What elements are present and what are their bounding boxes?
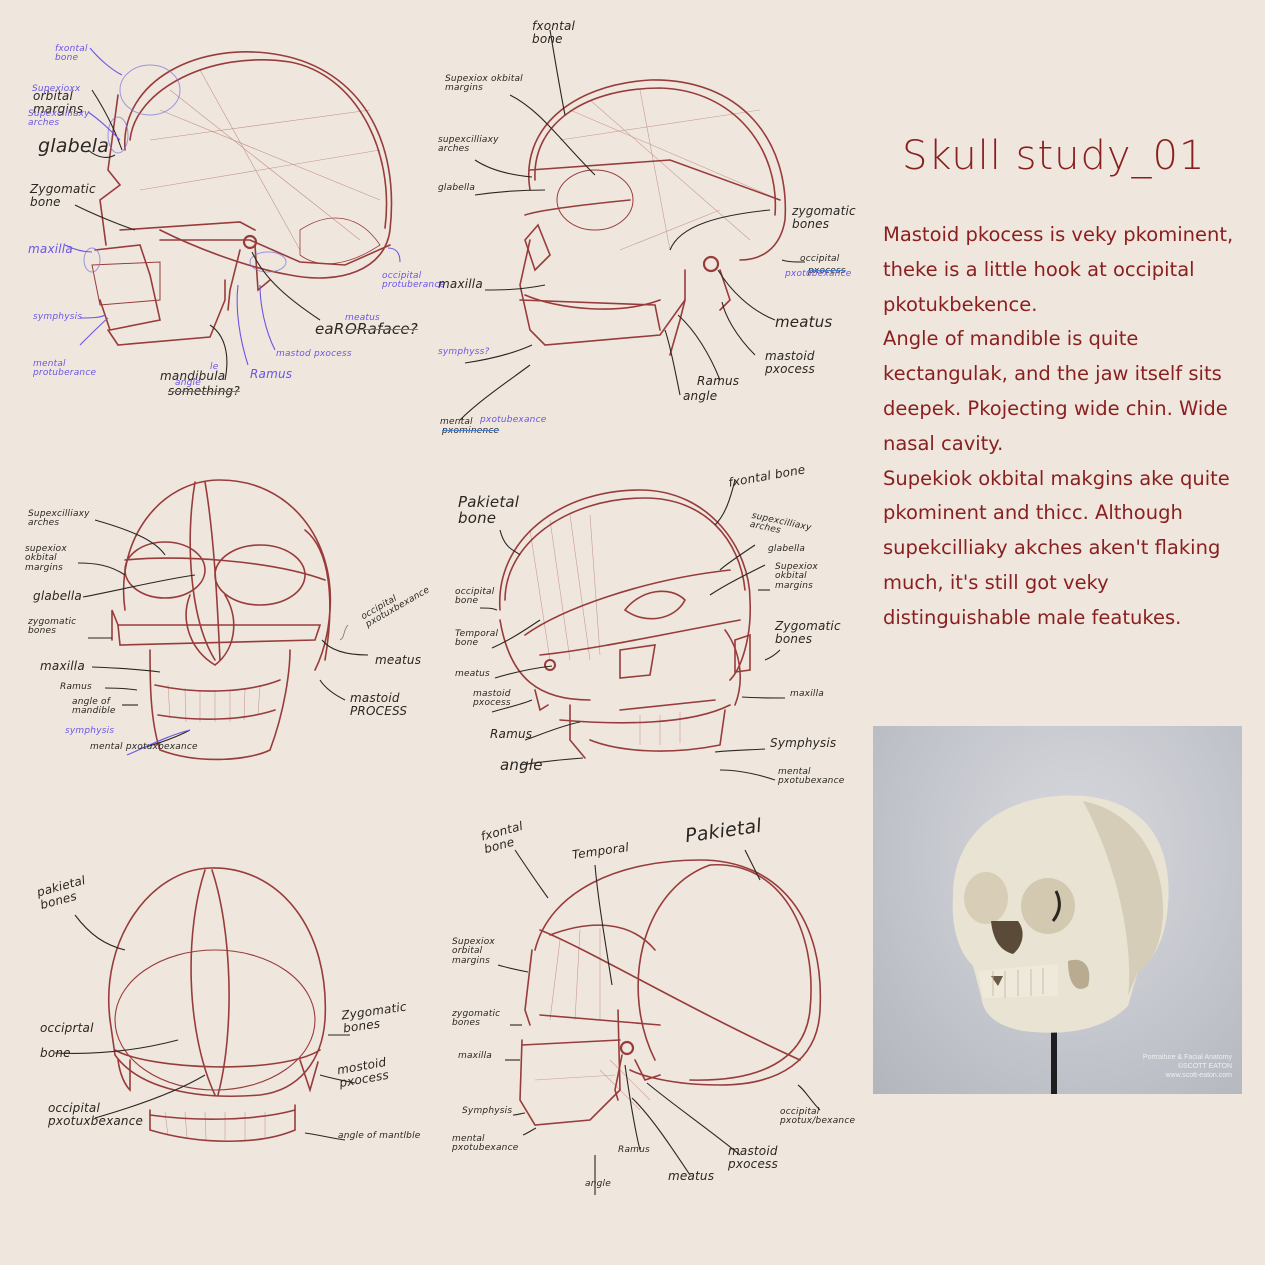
label-superciliary-arches: supexcilliaxy arches xyxy=(438,135,499,155)
credit-line-course: Portraiture & Facial Anatomy xyxy=(1142,1054,1232,1061)
label-ramus: Ramus xyxy=(490,727,533,741)
label-symphysis: Symphysis xyxy=(770,736,837,750)
label-ramus: Ramus xyxy=(60,682,92,692)
label-meatus-edit: meatus xyxy=(345,313,380,323)
label-angle: angle xyxy=(683,389,718,403)
label-symphysis: Symphysis xyxy=(462,1106,513,1116)
skull-drawing-rear xyxy=(54,867,356,1142)
label-zygomatic-bones: zygomatic bones xyxy=(28,617,77,637)
sketch-three-quarter-left: fxontal bone Supexiox okbital margins su… xyxy=(420,0,860,440)
label-zygomatic-bones: zygomatic bones xyxy=(792,204,856,231)
credit-line-website: www.scott-eaton.com xyxy=(1165,1072,1232,1079)
label-maxilla: maxilla xyxy=(438,277,483,291)
skull-drawing-lateral-right xyxy=(497,849,822,1195)
label-something: something? xyxy=(168,384,240,398)
label-maxilla: maxilla xyxy=(40,659,85,673)
reference-skull-photo: Portraiture & Facial Anatomy ©SCOTT EATO… xyxy=(873,726,1242,1094)
label-angle: angle xyxy=(585,1179,611,1189)
label-ramus: Ramus xyxy=(618,1145,650,1155)
credit-line-author: ©SCOTT EATON xyxy=(1177,1063,1232,1070)
label-superior: Supexioxx xyxy=(32,84,81,94)
label-zygomatic-bones: zygomatic bones xyxy=(452,1009,501,1029)
note-paragraph-orbital: Supekiok okbital makgins ake quite pkomi… xyxy=(883,466,1230,629)
study-notes: Mastoid pkocess is veky pkominent, theke… xyxy=(883,218,1253,636)
skull-drawing-three-quarter-left xyxy=(459,29,806,421)
label-symphysis: symphysis xyxy=(65,726,115,736)
sketch-rear: pakietal bones Zygomatic bones occiprtal… xyxy=(0,850,440,1160)
sketch-lateral-left: fxontal bone Supexioxx orbital margins S… xyxy=(0,0,445,420)
label-mastoid-process: mastoid PROCESS xyxy=(350,691,408,718)
label-meatus: meatus xyxy=(668,1169,715,1183)
label-angle: angle xyxy=(500,756,543,774)
skull-drawing-lateral-left xyxy=(64,47,401,381)
label-glabella: glabella xyxy=(33,589,82,603)
label-mental: mental xyxy=(440,417,473,427)
label-occipital-bone: occiprtal bone xyxy=(40,1021,94,1061)
label-superciliary-arches: Supexcilliaxy arches xyxy=(28,509,90,529)
sketch-three-quarter-rear: Pakietal bone fxontal bone supexcilliaxy… xyxy=(440,460,860,800)
label-superior-orbital-margins: Supexiox okbital margins xyxy=(775,562,818,591)
label-superior-orbital-margins: Supexiox orbital margins xyxy=(452,937,495,966)
label-mental-protuberance: mental pxotubexance xyxy=(778,767,845,787)
label-occipital-protuberance: occipital pxotux/bexance xyxy=(780,1107,856,1127)
label-glabella: glabella xyxy=(768,544,806,554)
page-title: Skull study_01 xyxy=(902,133,1206,179)
label-superciliary-arches: Supexcilliaxy arches xyxy=(28,109,90,129)
label-maxilla: maxilla xyxy=(790,689,825,699)
label-zygomatic-bone: Zygomatic bone xyxy=(30,182,96,209)
label-occipital: occipital xyxy=(800,254,840,264)
label-occipital-struck: pxocess xyxy=(808,266,846,276)
skull-drawing-three-quarter-rear xyxy=(479,479,786,781)
label-angle-of-mandible: angle of mandible xyxy=(72,697,116,717)
label-orbital-margins: orbital margins xyxy=(33,89,84,116)
label-symphysis: symphyss? xyxy=(438,347,490,357)
label-mental-protuberance: pxotubexance xyxy=(480,415,547,425)
label-symphysis: symphysis xyxy=(33,312,83,322)
photo-credit: Portraiture & Facial Anatomy ©SCOTT EATO… xyxy=(1143,1053,1232,1080)
label-temporal-bone: Temporal bone xyxy=(455,629,499,649)
label-mental-protuberance: mental protuberance xyxy=(33,359,97,379)
label-mastoid-process: mastoid pxocess xyxy=(765,349,815,376)
label-maxilla: maxilla xyxy=(458,1051,493,1061)
label-zygomatic-bones: Zygomatic bones xyxy=(775,619,841,646)
label-angle-of-mandible: angle of mantlble xyxy=(338,1131,421,1141)
label-oraface: ORaface? xyxy=(345,320,418,338)
label-mastoid-process: mastoid pxocess xyxy=(473,689,511,709)
label-maxilla: maxilla xyxy=(28,242,73,256)
label-occipital-bone: occipital bone xyxy=(455,587,495,607)
label-occipital-protuberance: occipital protuberance xyxy=(382,271,446,291)
skull-photo-image xyxy=(952,795,1169,1094)
label-mastoid-process: mastod pxocess xyxy=(276,349,352,359)
label-ear: eaR xyxy=(315,320,345,338)
label-frontal-bone: fxontal bone xyxy=(532,19,576,46)
sketch-frontal: Supexcilliaxy arches supexiox okbital ma… xyxy=(0,460,440,800)
label-mental-protuberance: mental pxotubexance xyxy=(452,1134,519,1154)
label-meatus: meatus xyxy=(455,669,490,679)
label-ramus: Ramus xyxy=(697,374,740,388)
label-meatus: meatus xyxy=(775,313,833,331)
label-meatus: meatus xyxy=(375,653,422,667)
label-mandible: mandibula xyxy=(160,369,226,383)
label-parietal-bone: Pakietal bone xyxy=(458,493,520,527)
label-mastoid-process: mastoid pxocess xyxy=(728,1144,778,1171)
label-occipital-protuberance: occipital pxotuxbexance xyxy=(48,1101,144,1128)
label-occipital-protuberance: pxotubexance xyxy=(785,269,852,279)
label-superior-orbital-margins: supexiox okbital margins xyxy=(25,544,67,573)
note-paragraph-mandible: Angle of mandible is quite kectangulak, … xyxy=(883,327,1228,455)
label-mental-protuberance: mental pxotuxbexance xyxy=(90,742,198,752)
label-glabella: glabella xyxy=(438,183,476,193)
note-paragraph-mastoid: Mastoid pkocess is veky pkominent, theke… xyxy=(883,223,1234,316)
label-mental-prominence: pxominence xyxy=(442,426,500,436)
label-ramus: Ramus xyxy=(250,367,293,381)
label-mandible-edit: le xyxy=(210,362,219,372)
label-frontal-bone: fxontal bone xyxy=(55,44,88,64)
label-superior-orbital-margins: Supexiox okbital margins xyxy=(445,74,523,94)
sketch-lateral-right: fxontal bone Temporal Pakietal Supexiox … xyxy=(440,810,860,1210)
skull-drawing-frontal xyxy=(77,479,369,761)
label-glabela: glabela xyxy=(38,135,110,157)
label-angle: angle xyxy=(175,378,201,388)
